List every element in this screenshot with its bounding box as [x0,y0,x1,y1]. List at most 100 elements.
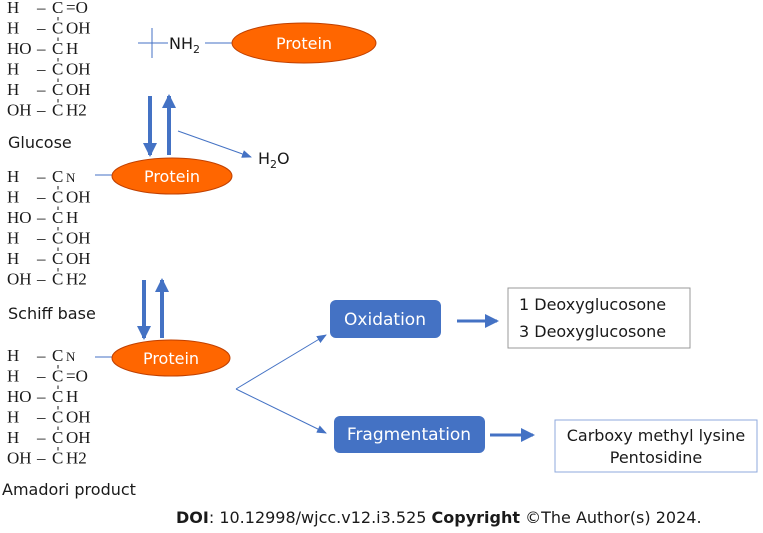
glucose-row-4-carbon: C [52,80,63,99]
water-label: H2O [258,149,290,171]
amadori-row-3-carbon: C [52,408,63,427]
amadori-row-1-right: =O [66,367,88,386]
citation-footer: DOI: 10.12998/wjcc.v12.i3.525 Copyright … [176,508,756,527]
schiff-row-1-left: H [7,188,19,207]
amine-label: NH2 [169,34,200,56]
oxidation-product-2: 3 Deoxyglucosone [519,322,666,341]
fragmentation-box: Fragmentation [334,416,485,453]
copyright-label: Copyright [431,508,521,527]
svg-text:–: – [36,188,46,207]
amadori-row-5-carbon: C [52,449,63,468]
schiff-row-2-left: HO [7,208,32,227]
protein-label-schiff: Protein [144,167,200,186]
amadori-row-2-left: HO [7,387,32,406]
protein-ellipse-schiff: Protein [95,157,233,195]
oxidation-label: Oxidation [344,310,426,330]
protein-label-amadori: Protein [143,349,199,368]
schiff-row-1-right: OH [66,188,91,207]
amadori-row-4-carbon: C [52,428,63,447]
water-release: H2O [177,130,290,171]
schiff-row-3-left: H [7,229,19,248]
schiff-row-0-left: H [7,167,19,186]
schiff-row-2-carbon: C [52,208,63,227]
doi-label: DOI [176,508,209,527]
schiff-row-4-carbon: C [52,249,63,268]
schiff-row-5-left: OH [7,270,32,289]
schiff-row-4-left: H [7,249,19,268]
svg-text:–: – [36,101,46,120]
glucose-row-0-carbon: C [52,0,63,17]
glucose-row-2-carbon: C [52,39,63,58]
svg-text:–: – [36,19,46,38]
svg-text:–: – [36,208,46,227]
schiff-row-5-carbon: C [52,270,63,289]
reversible-arrows-2 [137,278,169,340]
glucose-label: Glucose [8,133,72,152]
amadori-row-4-left: H [7,428,19,447]
oxidation-box: Oxidation [330,300,441,338]
amadori-row-0-right: N [66,349,76,364]
schiff-row-4-right: OH [66,249,91,268]
glucose-row-4-left: H [7,80,19,99]
schiff-base-label: Schiff base [8,304,96,323]
glucose-row-1-left: H [7,19,19,38]
svg-text:–: – [36,60,46,79]
glucose-row-1-carbon: C [52,19,63,38]
svg-text:–: – [36,0,46,17]
svg-text:–: – [36,408,46,427]
glucose-row-3-left: H [7,60,19,79]
svg-text:–: – [36,249,46,268]
schiff-row-3-carbon: C [52,229,63,248]
svg-text:–: – [36,167,46,186]
glucose-row-0-right: =O [66,0,88,17]
glucose-row-1-right: OH [66,19,91,38]
doi-value: : 10.12998/wjcc.v12.i3.525 [208,508,427,527]
amadori-row-5-right: H2 [66,449,87,468]
branch-arrows [235,334,327,434]
glucose-row-4-right: OH [66,80,91,99]
amadori-row-0-carbon: C [52,346,63,365]
svg-text:–: – [36,428,46,447]
schiff-row-5-right: H2 [66,270,87,289]
reversible-arrows-1 [143,94,176,157]
glucose-row-3-carbon: C [52,60,63,79]
svg-text:–: – [36,449,46,468]
amadori-row-2-right: H [66,387,78,406]
schiff-row-0-carbon: C [52,167,63,186]
glucose-row-5-carbon: C [52,101,63,120]
amadori-row-3-left: H [7,408,19,427]
glucose-row-2-left: HO [7,39,32,58]
schiff-row-3-right: OH [66,229,91,248]
glucose-row-0-left: H [7,0,19,17]
protein-ellipse-top: Protein [231,22,377,64]
glucose-row-2-right: H [66,39,78,58]
fragmentation-label: Fragmentation [347,425,471,445]
amadori-row-5-left: OH [7,449,32,468]
svg-text:–: – [36,229,46,248]
protein-label-top: Protein [276,34,332,53]
glucose-row-3-right: OH [66,60,91,79]
copyright-value: ©The Author(s) 2024. [520,508,702,527]
oxidation-product-1: 1 Deoxyglucosone [519,295,666,314]
fragmentation-product-1: Carboxy methyl lysine [567,426,746,445]
amadori-row-2-carbon: C [52,387,63,406]
protein-ellipse-amadori: Protein [95,339,231,377]
svg-text:–: – [36,270,46,289]
fragmentation-product-2: Pentosidine [610,448,703,467]
schiff-row-0-right: N [66,170,76,185]
glucose-row-5-left: OH [7,101,32,120]
svg-text:–: – [36,80,46,99]
amadori-row-1-carbon: C [52,367,63,386]
amadori-row-4-right: OH [66,428,91,447]
amadori-label: Amadori product [2,480,136,499]
glucose-row-5-right: H2 [66,101,87,120]
svg-text:–: – [36,367,46,386]
amadori-row-1-left: H [7,367,19,386]
amadori-row-3-right: OH [66,408,91,427]
schiff-row-2-right: H [66,208,78,227]
svg-text:–: – [36,387,46,406]
schiff-row-1-carbon: C [52,188,63,207]
